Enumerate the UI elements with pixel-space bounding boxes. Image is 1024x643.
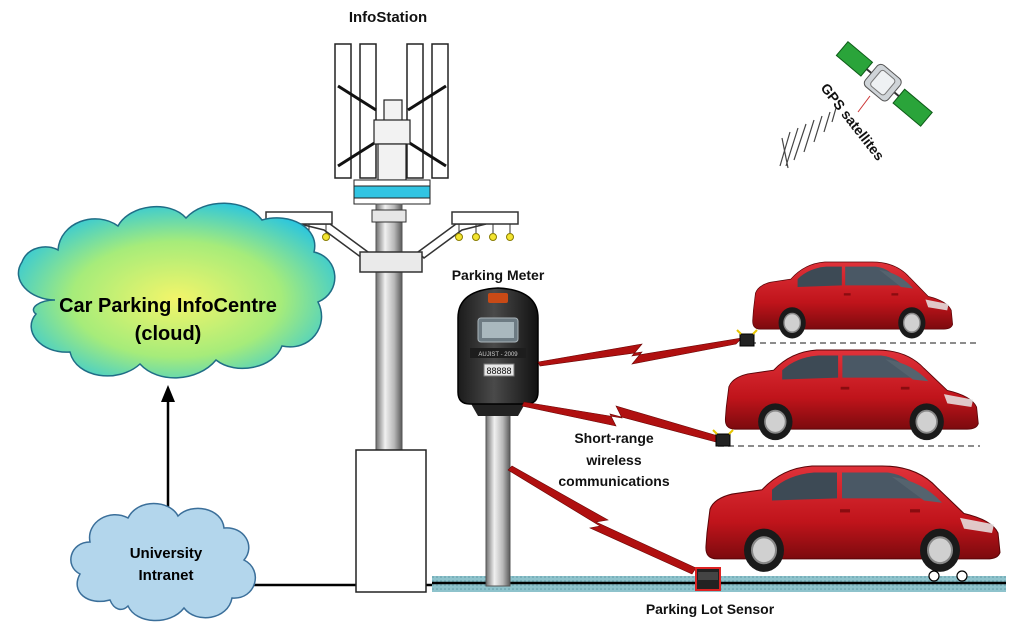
car-sensor-icon: [736, 329, 758, 347]
parking-lot-sensor-label: Parking Lot Sensor: [646, 601, 775, 617]
wireless-links: [507, 337, 743, 575]
uplink-arrow: [161, 385, 175, 512]
parking-lot-sensor: [695, 567, 721, 591]
infocentre-subtitle: (cloud): [135, 323, 202, 345]
meter-model-text: AUJIST - 2009: [478, 352, 518, 358]
parking-meter: AUJIST - 2009 88888: [457, 287, 539, 587]
signal-beam-icon: [857, 95, 871, 113]
infostation-tower: [265, 43, 519, 593]
infocentre-title: Car Parking InfoCentre: [59, 295, 277, 317]
wireless-label-line3: communications: [558, 473, 669, 489]
car-bottom: [704, 464, 1002, 582]
ground: [238, 576, 1006, 592]
intranet-line2: Intranet: [138, 567, 193, 584]
wireless-label-line2: wireless: [585, 452, 641, 468]
lightning-bolt-icon: [507, 465, 697, 575]
gps-satellite-icon: [779, 40, 933, 169]
intranet-line1: University: [130, 545, 203, 562]
car-top: [736, 261, 980, 347]
signal-waves-icon: [779, 107, 837, 169]
parking-meter-label: Parking Meter: [452, 267, 545, 283]
meter-display: 88888: [486, 366, 511, 376]
lightning-bolt-icon: [537, 337, 743, 367]
car-middle: [712, 349, 980, 447]
wireless-label-line1: Short-range: [574, 430, 654, 446]
infocentre-cloud: [17, 202, 336, 379]
infostation-label: InfoStation: [349, 9, 427, 26]
intranet-cloud: [70, 502, 256, 622]
car-sensor-icon: [712, 429, 734, 447]
